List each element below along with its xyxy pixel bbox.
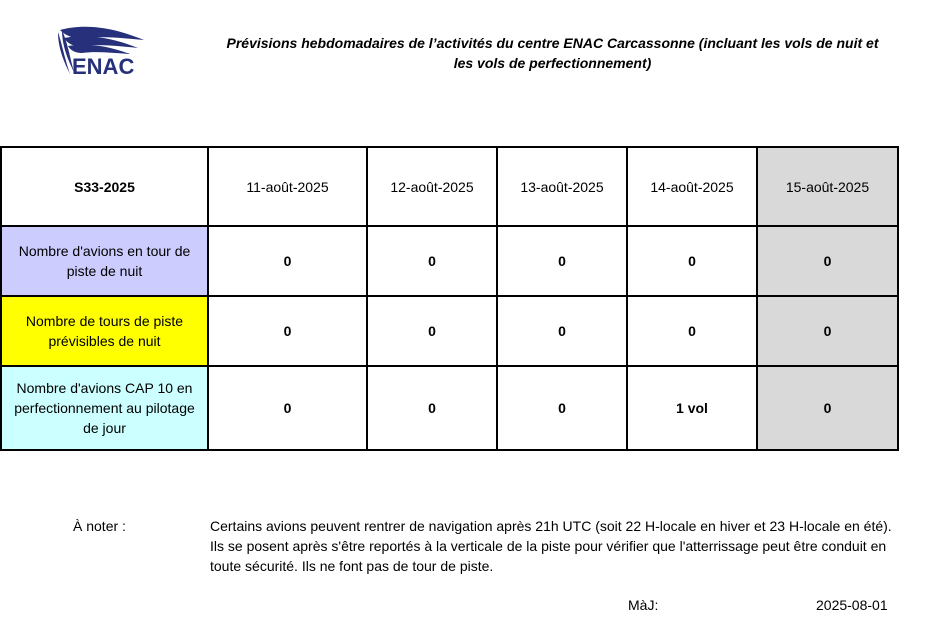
table-row: Nombre d'avions en tour de piste de nuit… bbox=[0, 225, 899, 297]
date-header: 14-août-2025 bbox=[626, 146, 758, 227]
table-row: Nombre d'avions CAP 10 en perfectionneme… bbox=[0, 365, 899, 451]
week-label: S33-2025 bbox=[0, 146, 209, 227]
svg-text:ENAC: ENAC bbox=[72, 54, 134, 79]
table-cell: 0 bbox=[207, 295, 368, 367]
table-cell: 1 vol bbox=[626, 365, 758, 451]
forecast-table: S33-2025 11-août-2025 12-août-2025 13-ao… bbox=[0, 146, 899, 451]
note-label: À noter : bbox=[73, 518, 126, 534]
table-cell: 0 bbox=[756, 295, 899, 367]
row-label: Nombre d'avions en tour de piste de nuit bbox=[0, 225, 209, 297]
table-cell: 0 bbox=[366, 225, 498, 297]
table-cell: 0 bbox=[756, 365, 899, 451]
enac-logo: ENAC bbox=[58, 26, 144, 79]
table-cell: 0 bbox=[626, 225, 758, 297]
page-title: Prévisions hebdomadaires de l’activités … bbox=[226, 35, 879, 71]
table-cell: 0 bbox=[496, 295, 628, 367]
update-date: 2025-08-01 bbox=[816, 597, 888, 613]
header-row: S33-2025 11-août-2025 12-août-2025 13-ao… bbox=[0, 146, 899, 227]
table-cell: 0 bbox=[496, 365, 628, 451]
date-header: 15-août-2025 bbox=[756, 146, 899, 227]
table-cell: 0 bbox=[366, 365, 498, 451]
update-label: MàJ: bbox=[628, 597, 659, 613]
date-header: 11-août-2025 bbox=[207, 146, 368, 227]
date-header: 13-août-2025 bbox=[496, 146, 628, 227]
note-text: Certains avions peuvent rentrer de navig… bbox=[210, 518, 892, 574]
table-cell: 0 bbox=[496, 225, 628, 297]
table-cell: 0 bbox=[207, 225, 368, 297]
table-row: Nombre de tours de piste prévisibles de … bbox=[0, 295, 899, 367]
table-cell: 0 bbox=[207, 365, 368, 451]
table-cell: 0 bbox=[756, 225, 899, 297]
table-cell: 0 bbox=[626, 295, 758, 367]
table-cell: 0 bbox=[366, 295, 498, 367]
row-label: Nombre de tours de piste prévisibles de … bbox=[0, 295, 209, 367]
row-label: Nombre d'avions CAP 10 en perfectionneme… bbox=[0, 365, 209, 451]
date-header: 12-août-2025 bbox=[366, 146, 498, 227]
